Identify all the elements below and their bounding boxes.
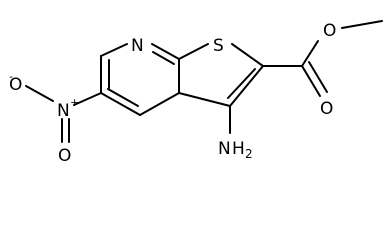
bond-c2-c3 (229, 65, 264, 107)
atom-n-amino: N (218, 139, 231, 159)
bond-c6-n7 (100, 43, 128, 57)
bond-carbonyl-o-double-2 (308, 61, 328, 93)
nitro-o-upper-charge: - (9, 70, 13, 83)
atom-n-nitro: N (57, 101, 70, 121)
bond-n7-c7a (151, 43, 180, 60)
structure-canvas: N S O O N H 2 N + O - O (9, 20, 383, 166)
bond-c3-c3a (178, 92, 231, 107)
bond-n7-c7a-inner (152, 51, 175, 65)
molecule-drawing: N S O O N H 2 N + O - O (9, 20, 383, 166)
bond-o-methyl (341, 20, 383, 29)
bond-c7a-s1 (178, 43, 209, 60)
atom-h-amino: H (232, 139, 245, 159)
bond-carbonyl-o-single (301, 40, 319, 67)
bond-c3a-c4 (139, 92, 180, 116)
bond-carbonyl-o-double-1 (301, 65, 321, 97)
amino-subscript: 2 (245, 147, 253, 161)
nitro-n-charge: + (70, 96, 79, 109)
bond-c4-c5 (100, 92, 141, 116)
atom-o-nitro-lower: O (58, 146, 71, 166)
atom-o-nitro-upper: O (9, 75, 22, 95)
atom-s-thiophene: S (213, 36, 224, 56)
atom-o-ester-double: O (320, 99, 333, 119)
atom-n-pyridine: N (131, 36, 144, 56)
atom-o-ester-single: O (323, 21, 336, 41)
bond-c4-c5-inner (107, 88, 139, 107)
bond-s1-c2 (231, 43, 264, 67)
bond-c5-nitro-n (73, 92, 102, 106)
bond-c2-c3-inner (227, 68, 256, 99)
bond-nitro-n-o-upper (25, 85, 54, 102)
